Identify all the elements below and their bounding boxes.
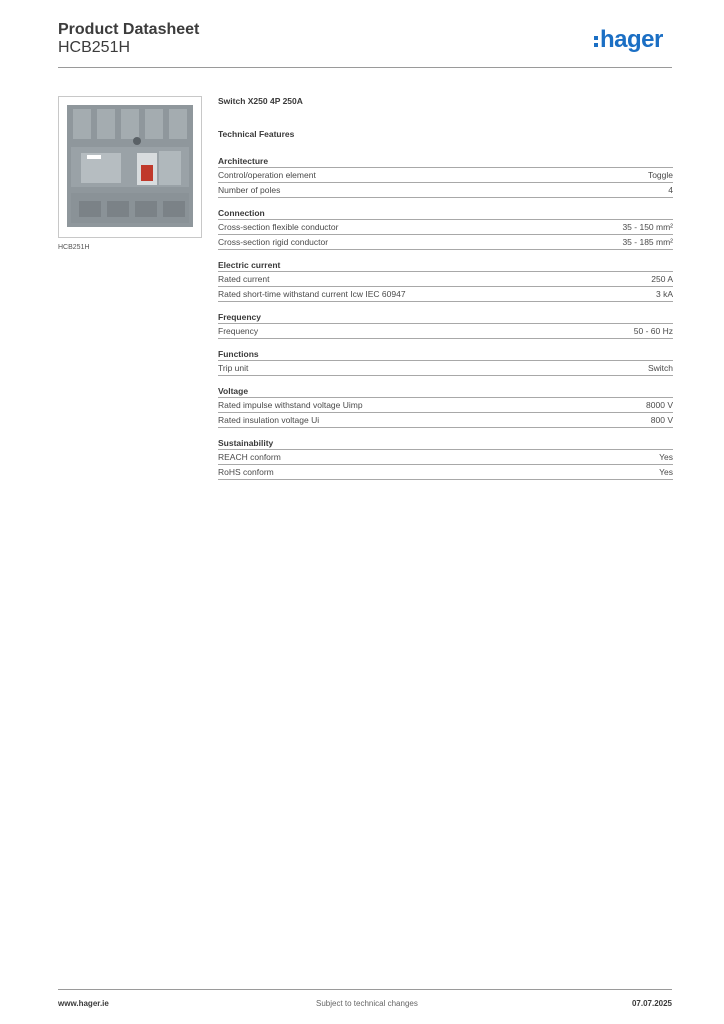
section-title: Functions <box>218 348 673 361</box>
switch-product-icon <box>67 105 193 227</box>
spec-row: Rated short-time withstand current Icw I… <box>218 287 673 302</box>
logo-dots-icon <box>594 28 600 52</box>
spec-row: Rated impulse withstand voltage Uimp 8000… <box>218 398 673 413</box>
spec-label: Trip unit <box>218 363 249 373</box>
spec-row: RoHS conform Yes <box>218 465 673 480</box>
spec-row: Cross-section flexible conductor 35 - 150… <box>218 220 673 235</box>
section-title: Sustainability <box>218 437 673 450</box>
header-divider <box>58 67 672 68</box>
spec-value: Yes <box>659 467 673 477</box>
technical-features-heading: Technical Features <box>218 129 295 139</box>
spec-row: Rated insulation voltage Ui 800 V <box>218 413 673 428</box>
spec-value: 800 V <box>650 415 673 425</box>
section-title: Electric current <box>218 259 673 272</box>
spec-label: RoHS conform <box>218 467 274 477</box>
spec-row: Trip unit Switch <box>218 361 673 376</box>
footer-divider <box>58 989 672 990</box>
spec-value: Switch <box>647 363 673 373</box>
page-title: Product Datasheet <box>58 21 200 38</box>
spec-label: Cross-section flexible conductor <box>218 222 339 232</box>
spec-label: Frequency <box>218 326 259 336</box>
section-title: Frequency <box>218 311 673 324</box>
spec-row: Frequency 50 - 60 Hz <box>218 324 673 339</box>
spec-label: Rated impulse withstand voltage Uimp <box>218 400 363 410</box>
footer-date: 07.07.2025 <box>631 999 672 1008</box>
spec-label: Rated short-time withstand current Icw I… <box>218 289 406 299</box>
product-image <box>58 96 202 238</box>
spec-label: Rated insulation voltage Ui <box>218 415 320 425</box>
footer-website-link[interactable]: www.hager.ie <box>58 999 109 1008</box>
spec-value: Toggle <box>647 170 673 180</box>
section-title: Connection <box>218 207 673 220</box>
logo-text: hager <box>600 26 663 53</box>
spec-value: Yes <box>659 452 673 462</box>
image-caption: HCB251H <box>58 244 90 251</box>
spec-label: Cross-section rigid conductor <box>218 237 329 247</box>
product-name: Switch X250 4P 250A <box>218 96 303 106</box>
hager-logo[interactable]: hager <box>594 28 663 52</box>
spec-label: Rated current <box>218 274 270 284</box>
spec-row: Rated current 250 A <box>218 272 673 287</box>
spec-label: Control/operation element <box>218 170 316 180</box>
spec-row: Number of poles 4 <box>218 183 673 198</box>
spec-label: REACH conform <box>218 452 281 462</box>
spec-row: REACH conform Yes <box>218 450 673 465</box>
product-code: HCB251H <box>58 39 131 56</box>
footer-notice: Subject to technical changes <box>316 999 418 1008</box>
spec-row: Control/operation element Toggle <box>218 168 673 183</box>
spec-label: Number of poles <box>218 185 281 195</box>
spec-row: Cross-section rigid conductor 35 - 185 mm… <box>218 235 673 250</box>
spec-value: 8000 V <box>646 400 673 410</box>
spec-value: 4 <box>668 185 673 195</box>
section-title: Voltage <box>218 385 673 398</box>
datasheet-content: Switch X250 4P 250A Technical Features A… <box>218 96 673 489</box>
spec-value: 250 A <box>651 274 673 284</box>
spec-value: 35 - 150 mm² <box>622 222 673 232</box>
spec-value: 50 - 60 Hz <box>633 326 673 336</box>
section-title: Architecture <box>218 155 673 168</box>
spec-value: 35 - 185 mm² <box>622 237 673 247</box>
spec-value: 3 kA <box>655 289 673 299</box>
